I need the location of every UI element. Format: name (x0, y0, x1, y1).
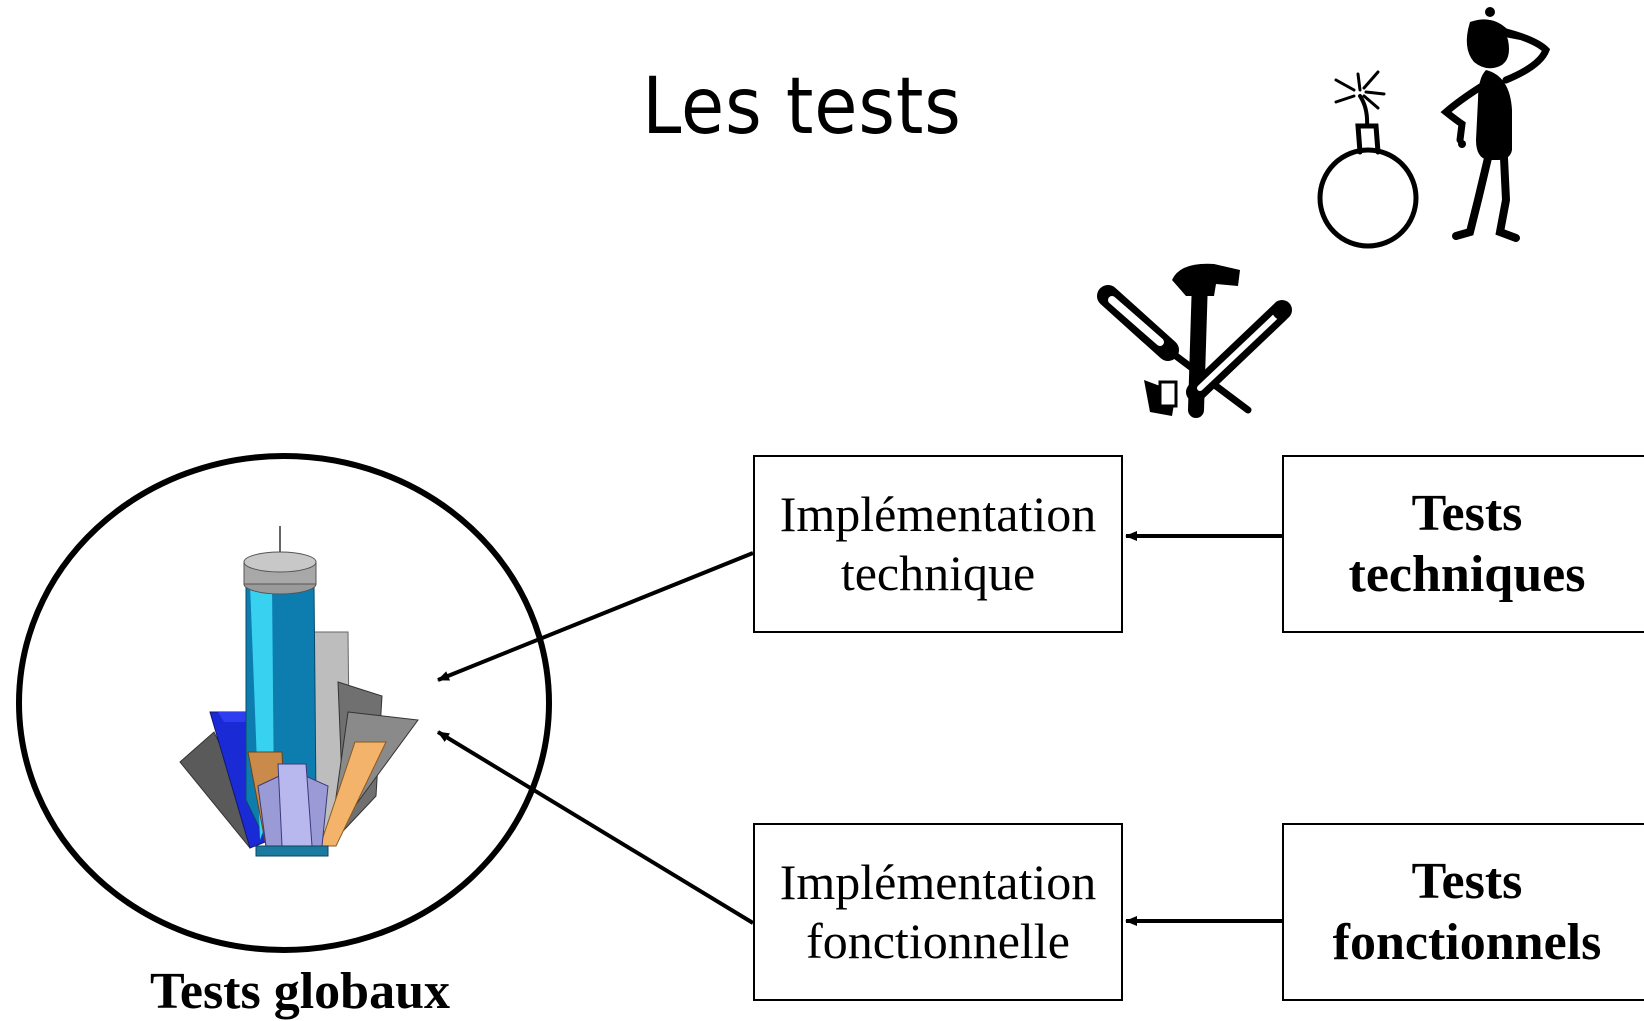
node-label-line2: techniques (1348, 546, 1586, 603)
global-tests-circle (16, 453, 552, 953)
node-label-line1: Implémentation (779, 486, 1097, 542)
node-label-line2: fonctionnelle (806, 913, 1070, 969)
node-label-line1: Implémentation (779, 854, 1097, 910)
node-label-line1: Tests (1411, 852, 1523, 910)
node-label-line2: technique (840, 545, 1036, 601)
page-title: Les tests (642, 62, 962, 152)
arrow-impl-tech-to-global (437, 551, 754, 682)
node-implementation-technique: Implémentation technique (753, 455, 1123, 633)
node-implementation-fonctionnelle: Implémentation fonctionnelle (753, 823, 1123, 1001)
node-label-line1: Tests (1411, 484, 1523, 542)
arrow-impl-fonc-to-global (436, 730, 755, 925)
global-tests-caption: Tests globaux (149, 963, 451, 1020)
node-tests-techniques: Tests techniques (1282, 455, 1644, 633)
node-tests-fonctionnels: Tests fonctionnels (1282, 823, 1644, 1001)
node-label-line2: fonctionnels (1332, 914, 1602, 971)
